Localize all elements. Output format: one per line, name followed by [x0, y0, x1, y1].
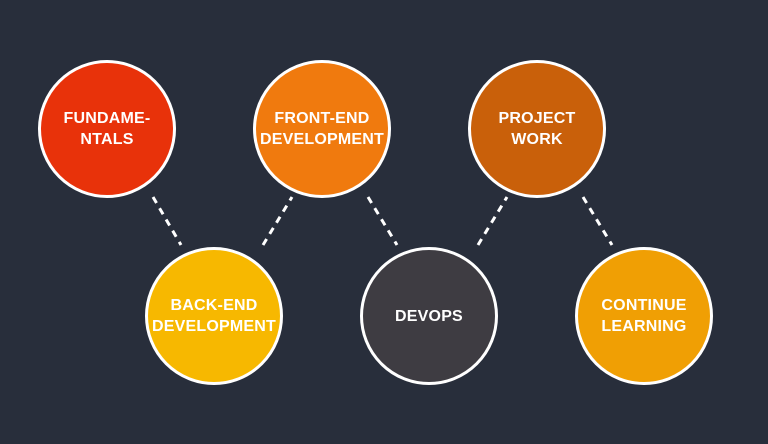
node-label: DEVOPS	[395, 307, 463, 325]
node-label: FUNDAME- NTALS	[63, 110, 151, 148]
connector-fundamentals-backend	[151, 196, 183, 246]
connector-backend-frontend	[261, 196, 294, 246]
node-back-end-development: BACK-END DEVELOPMENT	[145, 247, 283, 385]
node-fundamentals: FUNDAME- NTALS	[38, 60, 176, 198]
node-project-work: PROJECT WORK	[468, 60, 606, 198]
node-label: CONTINUE LEARNING	[601, 297, 687, 335]
connector-devops-project	[476, 196, 509, 246]
node-label: PROJECT WORK	[498, 110, 576, 148]
node-label: FRONT-END DEVELOPMENT	[260, 110, 384, 148]
connector-frontend-devops	[366, 196, 399, 246]
node-continue-learning: CONTINUE LEARNING	[575, 247, 713, 385]
node-front-end-development: FRONT-END DEVELOPMENT	[253, 60, 391, 198]
node-label: BACK-END DEVELOPMENT	[152, 297, 276, 335]
connector-project-continue	[581, 196, 614, 246]
node-devops: DEVOPS	[360, 247, 498, 385]
